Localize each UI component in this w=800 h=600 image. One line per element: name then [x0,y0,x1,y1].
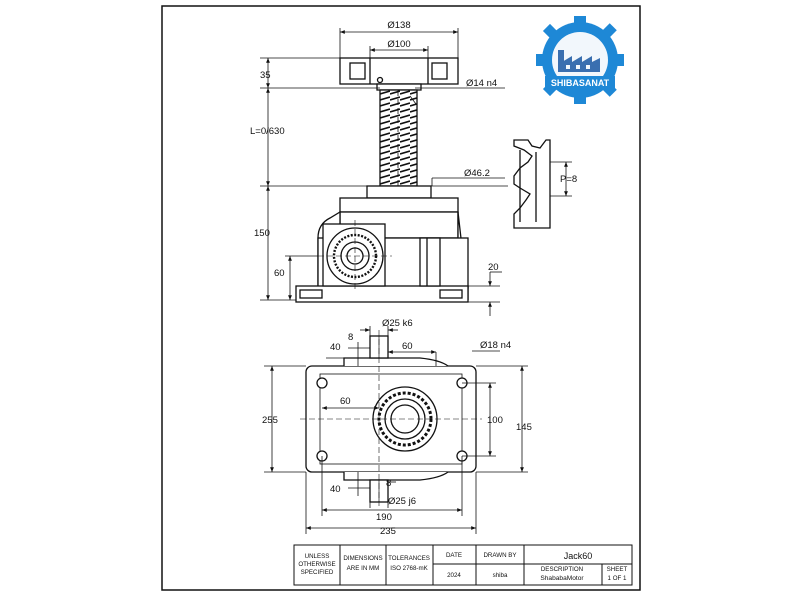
dim-pitch: P=8 [560,174,577,185]
top-dimension-lines [264,326,528,534]
tb-drawn-label: DRAWN BY [483,552,516,559]
dim-height-100: 100 [487,415,503,426]
sheet-border [161,5,641,591]
dim-diameter-100: Ø100 [387,39,410,50]
tb-sheet-label: SHEET [607,566,628,573]
dim-diameter-18n4: Ø18 n4 [480,340,511,351]
dim-40-bottom: 40 [330,484,341,495]
tb-unless-1: UNLESS [305,553,330,560]
dim-width-190: 190 [376,512,392,523]
dim-width-235: 235 [380,526,396,537]
mount-hole [316,377,328,389]
dim-height-35: 35 [260,70,271,81]
tb-title: Jack60 [564,551,593,561]
front-view [295,57,469,303]
dim-diameter-25j6: Ø25 j6 [388,496,416,507]
tb-description-label: DESCRIPTION [541,566,583,573]
tb-tolerances-1: TOLERANCES [388,555,430,562]
tb-date-value: 2024 [447,572,461,579]
tb-dimensions-2: ARE IN MM [347,565,380,572]
top-view [300,330,482,506]
tb-unless-2: OTHERWISE [298,561,335,568]
factory-icon [558,50,600,72]
dim-width-20: 20 [488,262,499,273]
dim-diameter-25k6: Ø25 k6 [382,318,413,329]
dim-60-left: 60 [340,396,351,407]
dim-height-60: 60 [274,268,285,279]
tb-dimensions-1: DIMENSIONS [343,555,382,562]
dim-8-top: 8 [348,332,353,343]
dim-diameter-138: Ø138 [387,20,410,31]
tb-date-label: DATE [446,552,462,559]
dim-diameter-46: Ø46.2 [464,168,490,179]
lead-screw [379,89,418,187]
dim-8-bottom: 8 [386,478,391,489]
tb-tolerances-2: ISO 2768-mK [390,565,428,572]
title-block-text: UNLESS OTHERWISE SPECIFIED DIMENSIONS AR… [298,551,627,582]
tb-description-value: ShababaMotor [540,575,584,582]
front-dimension-lines [260,28,572,316]
title-block [293,544,633,586]
tb-sheet-value: 1 OF 1 [608,575,627,582]
dim-height-150: 150 [254,228,270,239]
tb-unless-3: SPECIFIED [301,569,334,576]
dim-length: L=0/630 [250,126,285,137]
thread-detail [513,139,551,229]
dim-height-255: 255 [262,415,278,426]
shibasanat-logo: SHIBASANAT [536,16,624,104]
dim-40-top: 40 [330,342,341,353]
dim-60-top: 60 [402,341,413,352]
dim-height-145: 145 [516,422,532,433]
tb-drawn-value: shiba [493,572,508,579]
dim-diameter-14: Ø14 n4 [466,78,497,89]
logo-text: SHIBASANAT [551,78,610,88]
